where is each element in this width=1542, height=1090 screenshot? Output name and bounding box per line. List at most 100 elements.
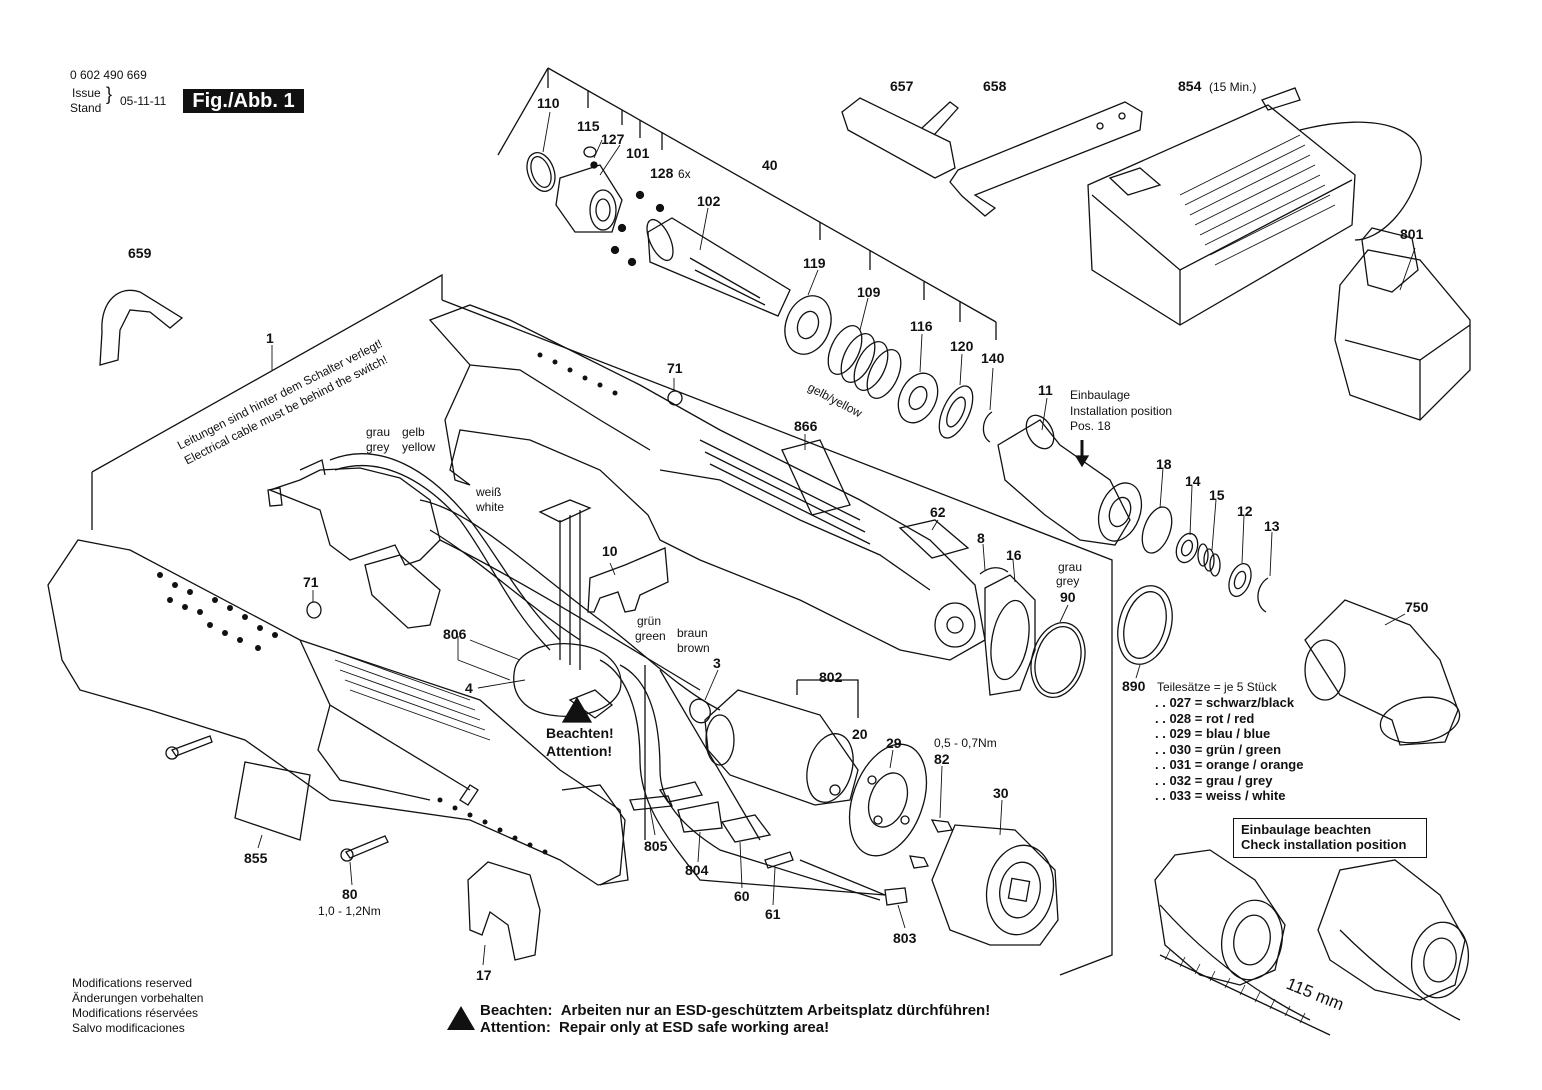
housing-outline-line <box>441 299 1113 976</box>
kit-set-item: . . 032 = grau / grey <box>1155 773 1273 788</box>
part-label-110: 110 <box>537 95 560 111</box>
bracket-16 <box>984 574 1036 696</box>
plug-71-left <box>306 601 322 619</box>
part-label-80: 80 <box>342 886 358 902</box>
part-label-40: 40 <box>762 157 778 173</box>
ring-18 <box>1141 506 1173 554</box>
part-label-119: 119 <box>803 255 826 271</box>
modifications-de: Änderungen vorbehalten <box>72 991 204 1005</box>
part-label-62: 62 <box>930 504 946 520</box>
part-number: 0 602 490 669 <box>70 68 147 82</box>
label-855 <box>234 761 311 841</box>
wire-white: white <box>476 500 505 514</box>
install-illustration <box>1154 849 1470 1036</box>
part-label-11: 11 <box>1038 382 1053 398</box>
connector-top <box>538 499 592 523</box>
part-label-6x: 6x <box>678 167 691 181</box>
part-label-60: 60 <box>734 888 750 904</box>
screw-left <box>171 735 213 757</box>
part-label-140: 140 <box>981 350 1005 366</box>
part-label-13: 13 <box>1264 518 1280 534</box>
wire-gelb: gelb <box>402 425 425 439</box>
install-box-line-en: Check installation position <box>1241 837 1407 852</box>
part-label-102: 102 <box>697 193 721 209</box>
ring-890 <box>1117 585 1173 665</box>
part-label-890: 890 <box>1122 678 1146 694</box>
part-label-90: 90 <box>1060 589 1076 605</box>
part-label-855: 855 <box>244 850 268 866</box>
holder-10 <box>587 547 669 613</box>
kit-set-item: . . 031 = orange / orange <box>1155 757 1304 772</box>
modifications-fr: Modifications réservées <box>72 1006 199 1020</box>
ring-116 <box>897 372 939 424</box>
plug-71-right <box>667 390 683 406</box>
spindle-102 <box>647 217 791 317</box>
bracket-40-line <box>547 67 997 323</box>
part-label-801: 801 <box>1400 226 1424 242</box>
part-label-29: 29 <box>886 735 902 751</box>
part-label-109: 109 <box>857 284 881 300</box>
wire-grau: grau <box>366 425 391 439</box>
charge-time-value: 15 Min. <box>1213 80 1253 94</box>
esd-triangle <box>561 696 593 723</box>
spring-109 <box>827 325 902 399</box>
install-note-en: Installation position <box>1070 404 1173 418</box>
part-label-12: 12 <box>1237 503 1253 519</box>
modifications-en: Modifications reserved <box>72 976 193 990</box>
washer-12 <box>1228 563 1252 597</box>
ring-90 <box>1030 622 1086 698</box>
install-note-de: Einbaulage <box>1070 388 1131 402</box>
kit-set-item: . . 029 = blau / blue <box>1155 726 1271 741</box>
plate-29 <box>848 743 928 857</box>
part-label-1: 1 <box>266 330 274 346</box>
pad-62 <box>898 519 970 559</box>
screw-61 <box>764 851 794 869</box>
charge-time: (15 Min.) <box>1209 80 1257 94</box>
part-label-16: 16 <box>1006 547 1022 563</box>
issue-date: 05-11-11 <box>120 94 167 108</box>
part-label-802: 802 <box>819 669 843 685</box>
esd-warning-en: Attention: Repair only at ESD safe worki… <box>480 1019 829 1036</box>
cap-127 <box>583 146 597 158</box>
motor-802 <box>704 689 859 806</box>
modifications-es: Salvo modificaciones <box>72 1021 185 1035</box>
part-label-854: 854 <box>1178 78 1202 94</box>
figure-label: Fig./Abb. 1 <box>183 89 304 113</box>
screw-80 <box>345 835 389 859</box>
esd-attention-short: Attention! <box>546 743 613 759</box>
part-label-803: 803 <box>893 930 917 946</box>
part-label-15: 15 <box>1209 487 1225 503</box>
bracket-1-line <box>91 273 443 473</box>
bushing-14 <box>1175 532 1199 564</box>
board-60 <box>720 814 772 843</box>
wire-green: green <box>635 629 666 643</box>
brace-icon: } <box>106 84 113 104</box>
switch-assembly <box>268 467 441 566</box>
key-657 <box>841 97 956 179</box>
part-label-128: 128 <box>650 165 674 181</box>
esd-warning-icon <box>447 1006 475 1030</box>
label-866 <box>781 439 851 516</box>
part-label-3: 3 <box>713 655 721 671</box>
battery-801 <box>1334 249 1471 421</box>
chuck-101 <box>555 164 623 233</box>
part-label-120: 120 <box>950 338 974 354</box>
part-label-18: 18 <box>1156 456 1172 472</box>
ring-grau: grau <box>1058 560 1083 574</box>
part-label-750: 750 <box>1405 599 1429 615</box>
part-label-30: 30 <box>993 785 1009 801</box>
connector-805 <box>629 795 673 811</box>
screw-82 <box>930 819 953 833</box>
washer-119 <box>784 295 832 355</box>
part-label-866: 866 <box>794 418 818 434</box>
circlip-140 <box>982 411 993 443</box>
part-label-4: 4 <box>465 680 473 696</box>
module-804 <box>677 801 723 833</box>
part-label-14: 14 <box>1185 473 1201 489</box>
part-label-116: 116 <box>910 318 933 334</box>
part-label-17: 17 <box>476 967 492 983</box>
housing-half-left <box>47 539 629 886</box>
part-label-71-left: 71 <box>303 574 319 590</box>
wire-brown: brown <box>677 641 710 655</box>
wire-weiss: weiß <box>476 485 502 499</box>
